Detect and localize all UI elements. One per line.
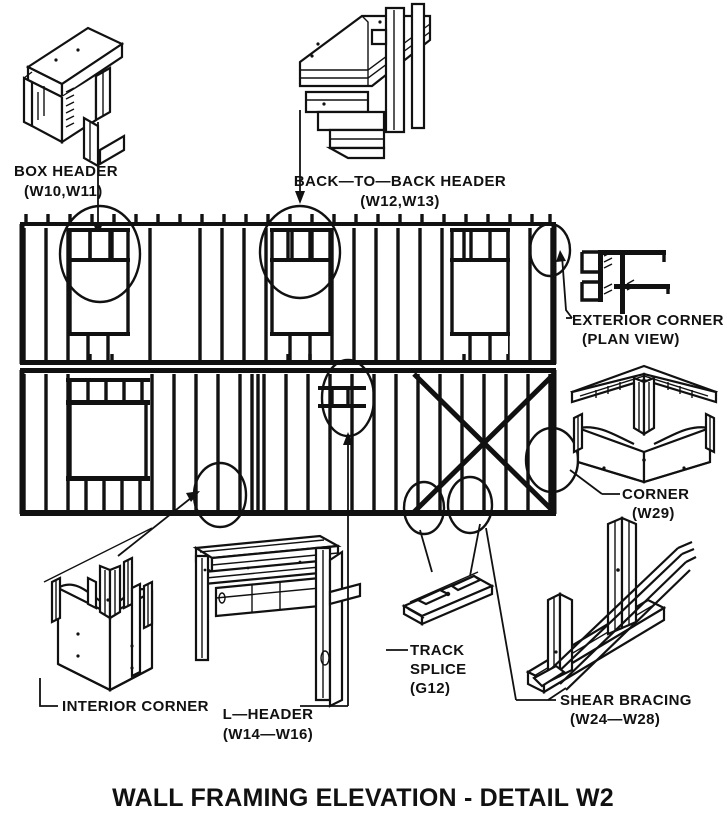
highlight-circle-exterior-corner: [528, 222, 572, 278]
lower-track-splice-zone: [318, 386, 366, 408]
track-splice-detail-illustration: [401, 571, 495, 626]
highlight-circle-box-header: [58, 204, 142, 304]
interior-corner-leader: [39, 491, 200, 707]
box-header-detail-illustration: [22, 26, 126, 168]
back-to-back-header-detail-illustration: [298, 2, 432, 160]
exterior-corner-leader: [556, 250, 573, 319]
highlight-circle-track-splice: [402, 480, 446, 536]
corner-leader: [569, 469, 620, 495]
upper-window-opening-2: [270, 228, 332, 362]
shear-bracing-detail-illustration: [525, 516, 697, 694]
bottom-track: [20, 510, 556, 516]
exterior-corner-plan-illustration: [580, 250, 670, 314]
callout-label-exterior-corner-line1: EXTERIOR CORNER: [572, 312, 724, 329]
callout-label-corner-line2: (W29): [632, 505, 675, 522]
drawing-title: WALL FRAMING ELEVATION - DETAIL W2: [112, 784, 614, 812]
callout-label-l-header-line1: L—HEADER: [223, 706, 314, 723]
callout-label-shear-bracing-line2: (W24—W28): [570, 711, 660, 728]
callout-label-l-header-line2: (W14—W16): [223, 726, 313, 743]
mid-track-lower: [20, 368, 556, 373]
wall-framing-elevation: [19, 204, 580, 536]
callout-label-back-to-back-header-line1: BACK—TO—BACK HEADER: [294, 173, 506, 190]
highlight-circle-back-to-back-header: [258, 204, 342, 300]
callout-label-track-splice-line1: TRACK: [410, 642, 465, 659]
upper-window-opening-3: [450, 228, 510, 362]
callout-label-interior-corner-line1: INTERIOR CORNER: [62, 698, 209, 715]
highlight-circle-shear-bracing: [446, 475, 494, 535]
callout-label-corner-line1: CORNER: [622, 486, 689, 503]
callout-label-back-to-back-header-line2: (W12,W13): [360, 193, 439, 210]
l-header-detail-illustration: [192, 534, 362, 708]
mid-track-upper: [20, 360, 556, 365]
callout-label-exterior-corner-line2: (PLAN VIEW): [582, 331, 680, 348]
callout-label-box-header-line1: BOX HEADER: [14, 163, 118, 180]
corner-w29-detail-illustration: [569, 364, 719, 484]
callout-label-box-header-line2: (W10,W11): [24, 183, 103, 200]
callout-label-shear-bracing-line1: SHEAR BRACING: [560, 692, 692, 709]
l-header-leader: [300, 432, 353, 707]
callout-label-track-splice-line3: (G12): [410, 680, 450, 697]
track-splice-leader: [386, 523, 481, 651]
lower-window-opening-1: [66, 378, 150, 512]
top-track: [20, 222, 556, 226]
upper-window-opening-1: [68, 228, 130, 362]
top-track-stud-ticks: [24, 214, 552, 224]
callout-label-track-splice-line2: SPLICE: [410, 661, 467, 678]
shear-bracing-leader: [485, 527, 567, 701]
back-to-back-header-leader: [295, 110, 305, 204]
interior-corner-detail-illustration: [43, 527, 154, 692]
panel-end-studs: [19, 224, 557, 514]
